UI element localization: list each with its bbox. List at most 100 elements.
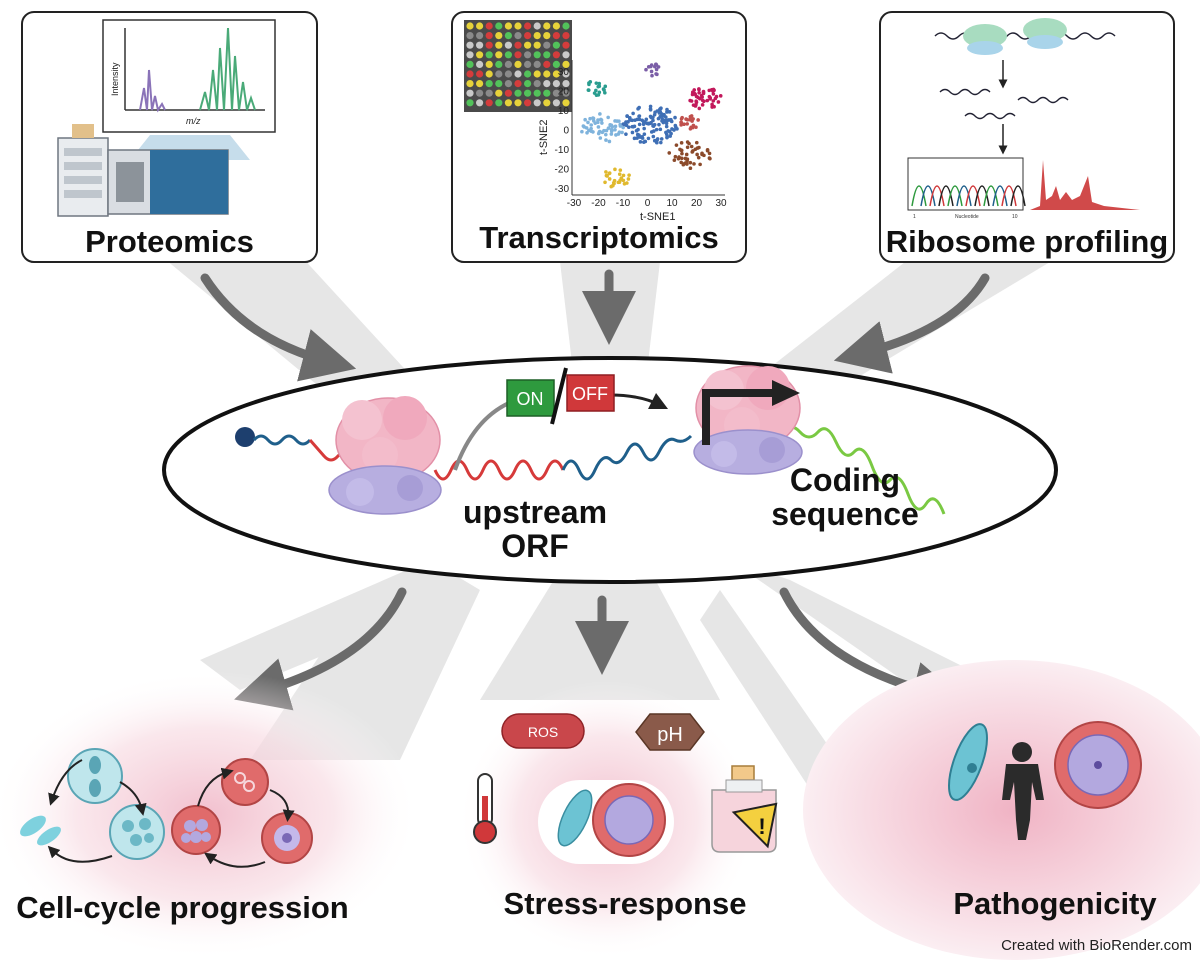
tsne-point	[711, 92, 716, 96]
pathogenicity-title: Pathogenicity	[953, 886, 1157, 921]
microarray-spot	[466, 31, 474, 40]
tsne-point	[617, 130, 622, 134]
tsne-point	[630, 130, 635, 135]
cell-cycle-illustration	[20, 748, 313, 868]
tsne-point	[680, 151, 684, 156]
microarray-spot	[552, 22, 561, 30]
microarray-spot	[504, 80, 512, 88]
tsne-point	[673, 154, 678, 159]
tsne-point	[679, 148, 684, 153]
tsne-point	[664, 124, 669, 129]
tsne-point	[711, 99, 716, 103]
transcriptomics-title: Transcriptomics	[479, 220, 719, 255]
tsne-point	[696, 155, 701, 160]
tsne-point	[685, 145, 690, 150]
tsne-point	[625, 114, 629, 118]
tsne-x-tick: 0	[645, 198, 651, 209]
tsne-point	[685, 140, 690, 144]
on-switch	[506, 379, 555, 417]
arrow-proteomics-to-uorf	[200, 273, 357, 382]
tsne-point	[694, 125, 698, 130]
tsne-point	[638, 140, 643, 144]
tsne-point	[688, 126, 693, 131]
tsne-point	[689, 114, 694, 118]
tsne-point	[631, 111, 635, 116]
microarray-spot	[485, 51, 493, 59]
tsne-point	[655, 137, 660, 141]
tsne-point	[685, 117, 690, 122]
tsne-point	[650, 73, 654, 78]
microarray-spot	[543, 70, 551, 78]
microarray-spot	[466, 41, 474, 49]
tsne-y-tick: -10	[555, 145, 570, 156]
microarray-spot	[543, 89, 551, 97]
tsne-point	[609, 127, 614, 132]
tsne-point	[609, 123, 614, 128]
microarray-spot	[533, 89, 541, 97]
tsne-point	[695, 152, 699, 157]
tsne-point	[606, 115, 610, 120]
tsne-point	[690, 90, 695, 95]
microarray-spot	[514, 41, 522, 49]
mass-spectrometer-icon	[57, 124, 229, 217]
tsne-point	[646, 136, 651, 141]
microarray-spot	[562, 51, 570, 59]
microarray-spot	[485, 99, 493, 107]
microarray-spot	[495, 51, 503, 59]
tsne-y-tick: 20	[558, 87, 570, 98]
tachyzoite-icon	[557, 789, 593, 847]
uorf-label-line2: ORF	[501, 528, 569, 564]
microarray-spot	[533, 80, 541, 88]
schizont-cell-icon	[171, 805, 221, 855]
tsne-point	[652, 64, 657, 69]
tsne-point	[689, 99, 694, 103]
microarray-spot	[504, 41, 512, 49]
thermometer-icon	[473, 773, 497, 844]
trace-tick-start: 1	[913, 214, 916, 220]
tsne-point	[586, 88, 591, 92]
tsne-point	[634, 128, 639, 133]
tsne-x-tick: 20	[691, 198, 703, 209]
microarray-spot	[524, 41, 532, 49]
tsne-point	[696, 95, 700, 100]
tsne-point	[718, 94, 723, 98]
warning-icon	[731, 802, 778, 849]
microarray-spot	[552, 31, 561, 40]
tsne-ylabel: t-SNE2	[538, 120, 550, 155]
tsne-point	[676, 156, 681, 161]
tsne-point	[701, 89, 706, 94]
tsne-x-tick: -20	[591, 198, 606, 209]
cds-label-line1: Coding	[789, 462, 901, 498]
pathogenicity-illustration	[948, 721, 1142, 840]
tsne-point	[644, 67, 648, 72]
tsne-point	[603, 180, 607, 185]
tsne-point	[707, 88, 712, 93]
tsne-point	[607, 139, 612, 144]
tsne-point	[585, 131, 589, 135]
microarray-spot	[524, 80, 532, 88]
microarray-spot	[476, 22, 484, 30]
microarray-spot	[476, 99, 484, 107]
microarray-spot	[466, 22, 474, 30]
tsne-point	[654, 67, 659, 72]
microarray-spot	[552, 70, 561, 78]
microarray-spot	[495, 22, 503, 30]
tsne-point	[667, 151, 672, 155]
tsne-point	[614, 133, 618, 137]
tsne-point	[648, 107, 653, 112]
microarray-spot	[533, 41, 541, 49]
tsne-point	[642, 126, 646, 131]
spectrum-peaks-purple	[139, 69, 166, 113]
tsne-point	[692, 162, 696, 166]
tsne-point	[629, 118, 633, 122]
tsne-point	[664, 121, 669, 126]
tsne-point	[600, 121, 604, 125]
tsne-point	[604, 173, 609, 178]
tsne-point	[689, 144, 694, 149]
mrna-5utr-blue	[252, 434, 312, 446]
tsne-point	[707, 156, 712, 160]
tsne-point	[621, 173, 626, 178]
uorf-label-line1: upstream	[462, 494, 608, 530]
tsne-point	[597, 81, 602, 86]
